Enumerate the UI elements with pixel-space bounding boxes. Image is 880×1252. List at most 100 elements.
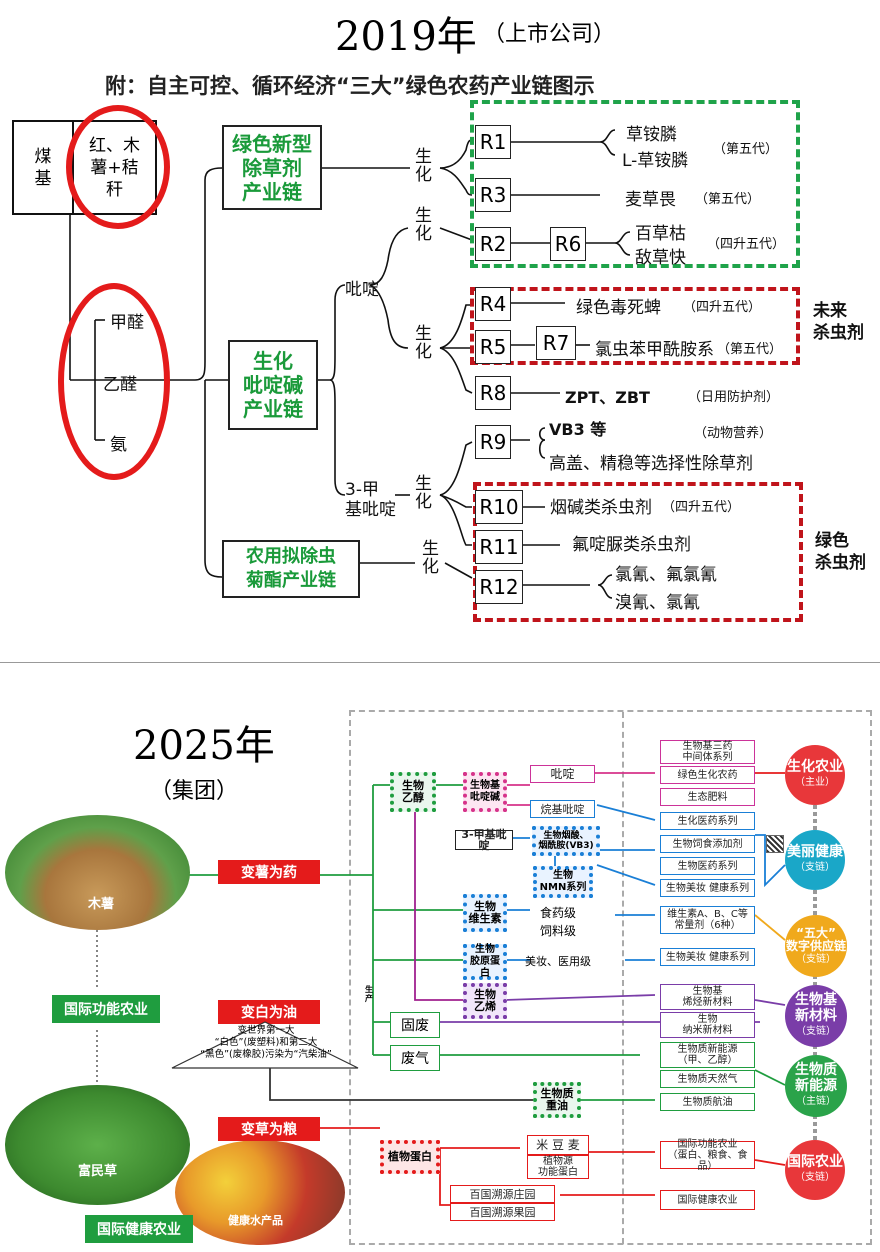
fruit-image (175, 1140, 345, 1245)
apple-biochem-agriculture-name: 生化农业 (787, 759, 843, 775)
apple-digital-supply-chain: “五大” 数字供应链 （支链） (785, 915, 847, 977)
group-dashed-divider (622, 712, 624, 1244)
mid-3-methylpyridine: 3-甲基吡啶 (455, 829, 513, 851)
chip-biomass-heavy-oil: 生物质 重油 (533, 1082, 581, 1118)
right-item-7: 维生素A、B、C等 常量剂（6种） (660, 906, 755, 934)
product-r10: 烟碱类杀虫剂 (550, 498, 652, 518)
r11-box: R11 (475, 530, 523, 564)
mid-cosmetic-grade: 美妆、医用级 (525, 955, 591, 968)
top-year: 2019年 (335, 14, 477, 60)
r2-box: R2 (475, 227, 511, 261)
product-r4-note: （四升五代） (683, 300, 762, 315)
fruit-label: 健康水产品 (228, 1214, 283, 1227)
mid-feed-grade: 饲料级 (540, 924, 577, 938)
coal-base-box: 煤 基 (12, 120, 74, 215)
product-r9a-note: （动物营养） (694, 426, 773, 441)
pollution-triangle-text: 变世界第一大 “白色”(废塑料)和第二大 “黑色”(废橡胶)污染为“汽柴油” (200, 1025, 332, 1060)
pyridine-chain-box: 生化 吡啶碱 产业链 (228, 340, 318, 430)
r8-box: R8 (475, 376, 511, 410)
production-vertical-label: 生产 (365, 985, 373, 1003)
raw-red-circle (58, 283, 170, 480)
methylpyridine-label: 3-甲 基吡啶 (345, 480, 396, 520)
product-r11: 氟啶脲类杀虫剂 (572, 535, 691, 555)
product-r6-note: （四升五代） (707, 237, 786, 252)
mid-traceability-orchard: 百国溯源果园 (450, 1203, 555, 1221)
r12-box: R12 (475, 570, 523, 604)
product-r8-note: （日用防护剂） (688, 390, 780, 405)
right-item-11: 生物质新能源 （甲、乙醇） (660, 1042, 755, 1068)
apple-international-agriculture: 国际农业 （支链） (785, 1140, 845, 1200)
tag-functional-agriculture: 国际功能农业 (52, 995, 160, 1023)
right-item-5: 生物医药系列 (660, 857, 755, 875)
cassava-image (5, 815, 190, 930)
solid-waste-box: 固废 (390, 1012, 440, 1038)
future-insecticide-dashed-group (470, 287, 800, 365)
product-r12a: 氯氰、氟氯氰 (615, 565, 717, 585)
grass-label: 富民草 (78, 1164, 118, 1179)
chip-bio-pyridine: 生物基 吡啶碱 (463, 772, 507, 812)
right-item-8: 生物美妆 健康系列 (660, 948, 755, 966)
herbicide-chain-box: 绿色新型 除草剂 产业链 (222, 125, 322, 210)
apple-biomass-energy-sub: （主链） (796, 1096, 836, 1107)
shenghua-label-3: 生 化 (415, 324, 432, 362)
apple-biomass-energy-name: 生物质 新能源 (795, 1062, 837, 1094)
r3-box: R3 (475, 178, 511, 212)
section-divider (0, 662, 880, 663)
apple-beauty-health-sub: （支链） (795, 862, 835, 873)
top-company: （上市公司） (483, 22, 616, 47)
r4-box: R4 (475, 287, 511, 321)
waste-gas-box: 废气 (390, 1045, 440, 1071)
product-r9a: VB3 等 (549, 420, 607, 439)
chip-plant-protein: 植物蛋白 (380, 1140, 440, 1174)
r6-box: R6 (550, 227, 586, 261)
product-r3-note: （第五代） (695, 192, 761, 207)
apple-biochem-agriculture-sub: （主业） (795, 777, 835, 788)
mid-alkylpyridine: 烷基吡啶 (530, 800, 595, 818)
right-item-2: 生态肥料 (660, 788, 755, 806)
apple-digital-supply-chain-name: “五大” 数字供应链 (785, 925, 846, 953)
qr-code-icon (766, 835, 784, 853)
right-item-15: 国际健康农业 (660, 1190, 755, 1210)
top-subtitle: 附：自主可控、循环经济“三大”绿色农药产业链图示 (105, 74, 595, 98)
product-r7-note: （第五代） (717, 342, 783, 357)
product-r6a: 百草枯 (635, 224, 686, 244)
chip-bio-ethylene: 生物 乙烯 (463, 983, 507, 1019)
mid-nmn: 生物 NMN系列 (533, 866, 593, 898)
pollution-triangle (171, 1021, 359, 1069)
mid-crops: 米 豆 麦 (527, 1135, 589, 1155)
r7-box: R7 (536, 326, 576, 360)
shenghua-label-2: 生 化 (415, 206, 432, 244)
apple-international-agriculture-name: 国际农业 (787, 1154, 843, 1170)
product-r7: 氯虫苯甲酰胺系 (595, 340, 714, 360)
chip-bio-ethanol: 生物 乙醇 (390, 772, 436, 812)
right-item-0: 生物基三药 中间体系列 (660, 740, 755, 764)
green-insecticide-label: 绿色 杀虫剂 (815, 531, 866, 573)
product-r3: 麦草畏 (625, 190, 676, 210)
r10-box: R10 (475, 490, 523, 524)
r1-box: R1 (475, 125, 511, 159)
product-r1a: 草铵膦 (626, 125, 677, 145)
apple-bio-materials-sub: （支链） (796, 1026, 836, 1037)
right-item-3: 生化医药系列 (660, 812, 755, 830)
right-item-13: 生物质航油 (660, 1093, 755, 1111)
bottom-year: 2025年 (133, 723, 275, 769)
product-r1-note: （第五代） (713, 142, 779, 157)
apple-digital-supply-chain-sub: （支链） (796, 953, 836, 965)
product-r12b: 溴氰、氯氰 (615, 593, 700, 613)
product-r4: 绿色毒死蜱 (576, 298, 661, 318)
product-r9b: 高盖、精稳等选择性除草剂 (549, 454, 753, 474)
chip-bio-collagen: 生物 胶原蛋白 (463, 944, 507, 980)
right-item-14: 国际功能农业 （蛋白、粮食、食品） (660, 1139, 755, 1172)
biomass-red-circle (66, 105, 170, 229)
right-item-6: 生物美妆 健康系列 (660, 879, 755, 897)
right-item-12: 生物质天然气 (660, 1070, 755, 1088)
right-item-10: 生物 纳米新材料 (660, 1012, 755, 1038)
group-dashed-frame (349, 710, 872, 1245)
bottom-group: （集团） (150, 779, 239, 804)
chip-bio-vitamin: 生物 维生素 (463, 894, 507, 932)
mid-food-grade: 食药级 (540, 906, 577, 920)
r9-box: R9 (475, 425, 511, 459)
herbicide-dashed-group (470, 100, 800, 268)
mid-plant-protein: 植物源 功能蛋白 (527, 1155, 589, 1179)
tag-white-to-oil: 变白为油 (218, 1000, 320, 1024)
